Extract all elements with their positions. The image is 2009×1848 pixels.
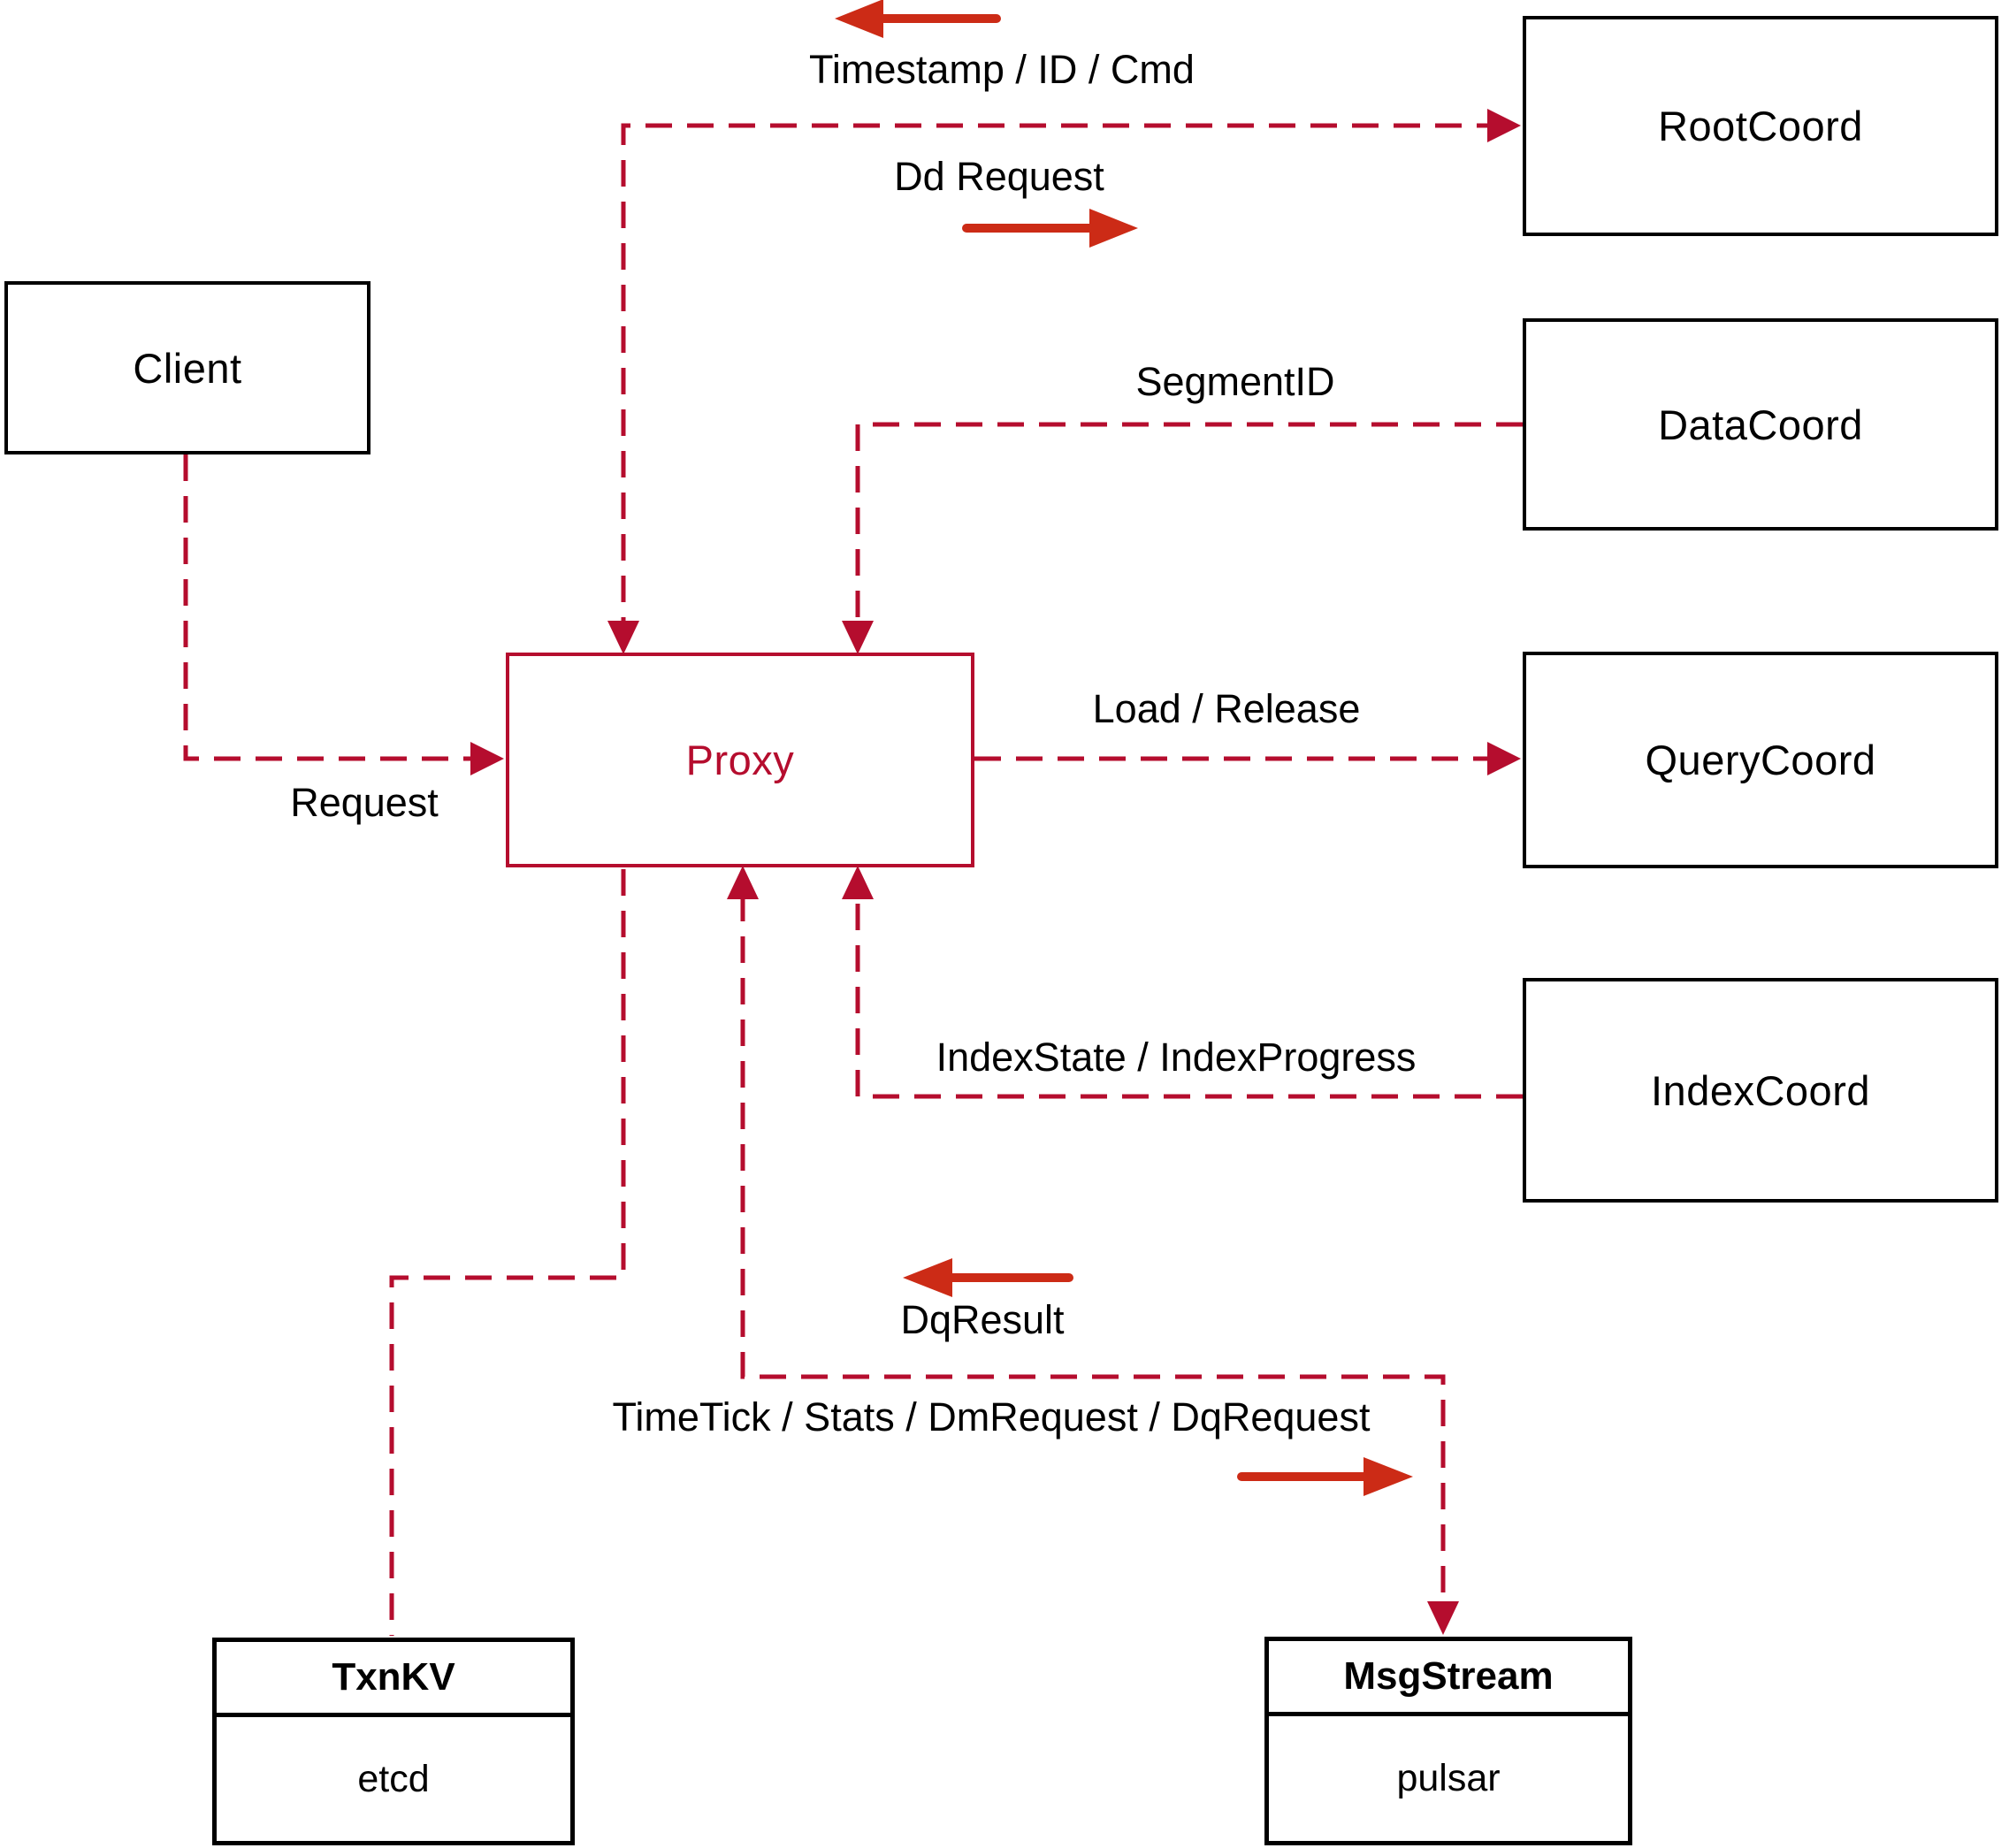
flow-arrow-dqresult-left <box>903 1258 1073 1297</box>
arrowhead-into-querycoord <box>1487 742 1521 775</box>
edge-proxy-rootcoord <box>621 123 1491 644</box>
node-datacoord: DataCoord <box>1523 318 1998 531</box>
arrowhead-into-proxy-top-left <box>607 621 639 654</box>
txnkv-title: TxnKV <box>217 1642 570 1717</box>
edge-indexcoord-proxy <box>855 895 1523 1099</box>
edge-label-load-release: Load / Release <box>1092 686 1361 731</box>
edge-label-dd-request: Dd Request <box>894 154 1104 199</box>
txnkv-impl: etcd <box>357 1757 430 1800</box>
datacoord-label: DataCoord <box>1658 401 1863 448</box>
node-txnkv: TxnKV etcd <box>212 1638 575 1845</box>
edge-label-timestamp-id-cmd: Timestamp / ID / Cmd <box>809 47 1195 92</box>
client-label: Client <box>133 344 242 392</box>
flow-arrow-timetick-right <box>1237 1457 1413 1496</box>
edge-label-segment-id: SegmentID <box>1135 359 1335 404</box>
msgstream-impl: pulsar <box>1396 1757 1501 1799</box>
node-rootcoord: RootCoord <box>1523 16 1998 236</box>
edge-label-time-tick: TimeTick / Stats / DmRequest / DqRequest <box>612 1394 1371 1439</box>
edge-proxy-msgstream <box>740 895 1446 1607</box>
arrowhead-into-rootcoord <box>1487 109 1521 142</box>
node-querycoord: QueryCoord <box>1523 652 1998 868</box>
flow-arrow-timestamp-left <box>835 0 1001 38</box>
node-msgstream: MsgStream pulsar <box>1264 1637 1632 1845</box>
indexcoord-label: IndexCoord <box>1651 1066 1870 1114</box>
edge-proxy-txnkv <box>389 869 626 1636</box>
edge-datacoord-proxy <box>855 422 1523 644</box>
edge-label-dq-result: DqResult <box>900 1297 1065 1342</box>
arrowhead-into-proxy-bottom-right <box>842 866 874 899</box>
arrowhead-into-proxy-top-right <box>842 621 874 654</box>
arrowhead-into-msgstream <box>1427 1601 1459 1635</box>
node-client: Client <box>4 281 370 454</box>
rootcoord-label: RootCoord <box>1658 103 1863 149</box>
arrowhead-into-proxy-bottom-left <box>727 866 759 899</box>
proxy-label: Proxy <box>685 737 795 783</box>
flow-arrow-dd-request-right <box>962 209 1138 248</box>
node-indexcoord: IndexCoord <box>1523 978 1998 1203</box>
edge-client-proxy <box>183 454 476 761</box>
edge-label-request: Request <box>290 780 439 825</box>
node-proxy: Proxy <box>506 653 974 867</box>
arrowhead-into-proxy-left <box>470 742 504 775</box>
msgstream-title: MsgStream <box>1269 1641 1628 1716</box>
querycoord-label: QueryCoord <box>1645 737 1876 783</box>
edge-label-index-state: IndexState / IndexProgress <box>936 1035 1417 1080</box>
